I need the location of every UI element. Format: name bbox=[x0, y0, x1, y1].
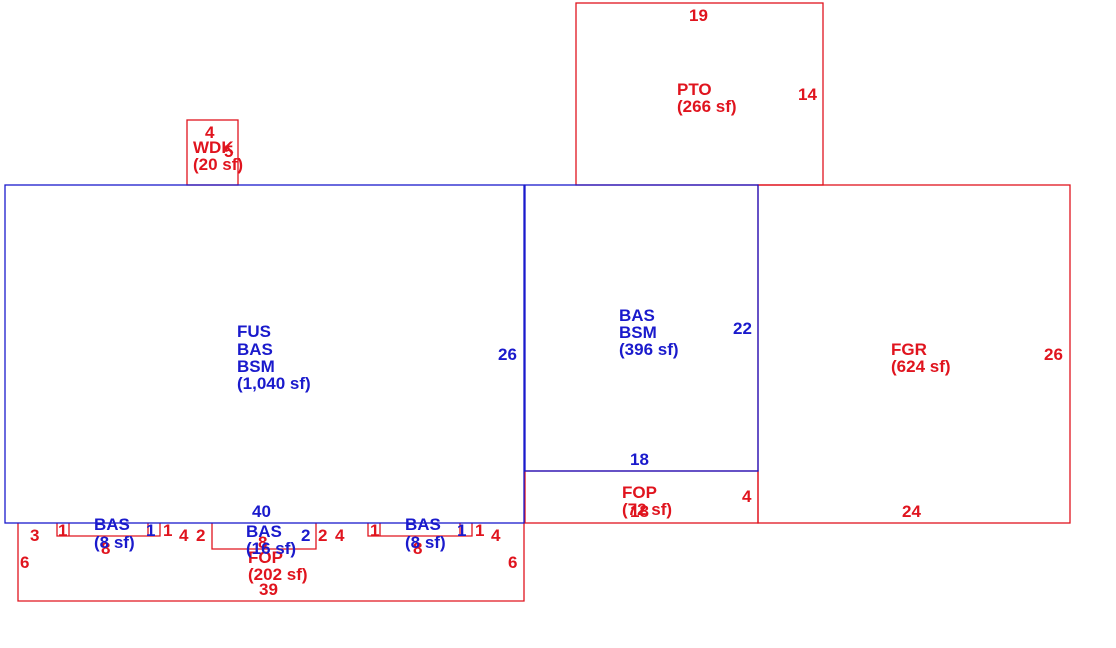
bas-right-dim-4: 4 bbox=[491, 526, 501, 545]
main-bottom-dimension: 40 bbox=[252, 502, 271, 521]
bas-right-dim-8: 8 bbox=[413, 539, 422, 558]
mid-label-bsm: BSM bbox=[619, 323, 657, 342]
bas-left-dim-1c: 1 bbox=[163, 521, 172, 540]
bas-center-label: BAS bbox=[246, 522, 282, 541]
bas-left-label: BAS bbox=[94, 515, 130, 534]
main-living-outline bbox=[4, 184, 525, 524]
main-label-fus: FUS bbox=[237, 322, 271, 341]
wdk-top-dimension: 4 bbox=[205, 123, 215, 142]
main-label-bas: BAS bbox=[237, 340, 273, 359]
main-label-bsm: BSM bbox=[237, 357, 275, 376]
step-dimension: 3 bbox=[30, 526, 39, 545]
bas-right-dim-1a: 1 bbox=[370, 521, 379, 540]
fop-bottom-area: (202 sf) bbox=[248, 565, 308, 584]
mid-living-outline bbox=[524, 184, 759, 472]
pto-area: (266 sf) bbox=[677, 97, 737, 116]
bas-right-dim-1c: 1 bbox=[475, 521, 484, 540]
mid-bottom-dimension: 18 bbox=[630, 450, 649, 469]
main-right-dimension: 26 bbox=[498, 345, 517, 364]
bas-right-label: BAS bbox=[405, 515, 441, 534]
fop-bottom-label: FOP bbox=[248, 548, 283, 567]
fop-bottom-left-dimension: 6 bbox=[20, 553, 29, 572]
bas-left-bump-outline bbox=[56, 523, 161, 537]
fgr-bottom-dimension: 24 bbox=[902, 502, 921, 521]
pto-top-dimension: 19 bbox=[689, 6, 708, 25]
mid-area: (396 sf) bbox=[619, 340, 679, 359]
bas-left-bump-tick bbox=[68, 523, 149, 536]
bas-right-dim-1b: 1 bbox=[457, 521, 466, 540]
bas-right-area: (8 sf) bbox=[405, 533, 446, 552]
bas-center-dim-2c: 2 bbox=[318, 526, 327, 545]
pto-label: PTO bbox=[677, 80, 712, 99]
fop-mid-area: (72 sf) bbox=[622, 500, 672, 519]
fop-bottom-bottom-dimension: 39 bbox=[259, 580, 278, 599]
main-area: (1,040 sf) bbox=[237, 374, 311, 393]
fgr-right-dimension: 26 bbox=[1044, 345, 1063, 364]
bas-right-bump-tick bbox=[379, 523, 461, 536]
fop-bottom-outline bbox=[17, 523, 525, 602]
mid-right-dimension: 22 bbox=[733, 319, 752, 338]
bas-left-dim-1b: 1 bbox=[146, 521, 155, 540]
bas-center-dim-2b: 2 bbox=[301, 526, 310, 545]
bas-left-dim-1a: 1 bbox=[58, 521, 67, 540]
bas-left-dim-4: 4 bbox=[179, 526, 189, 545]
pto-right-dimension: 14 bbox=[798, 85, 817, 104]
bas-left-dim-8: 8 bbox=[101, 539, 110, 558]
fop-bottom-right-dimension: 6 bbox=[508, 553, 517, 572]
fgr-area: (624 sf) bbox=[891, 357, 951, 376]
bas-center-dim-8: 8 bbox=[258, 533, 267, 552]
bas-right-bump-outline bbox=[367, 523, 473, 537]
fop-mid-right-dimension: 4 bbox=[742, 487, 752, 506]
mid-label-bas: BAS bbox=[619, 306, 655, 325]
fgr-label: FGR bbox=[891, 340, 927, 359]
bas-left-area: (8 sf) bbox=[94, 533, 135, 552]
fop-mid-label: FOP bbox=[622, 483, 657, 502]
wdk-label: WDK bbox=[193, 138, 234, 157]
bas-center-dim-4: 4 bbox=[335, 526, 345, 545]
bas-center-area: (16 sf) bbox=[246, 539, 296, 558]
wdk-side-dimension: 5 bbox=[224, 142, 233, 161]
fop-mid-bottom-dimension: 18 bbox=[630, 502, 649, 521]
wdk-area: (20 sf) bbox=[193, 155, 243, 174]
bas-center-bump-outline bbox=[211, 523, 317, 550]
bas-center-dim-2a: 2 bbox=[196, 526, 205, 545]
